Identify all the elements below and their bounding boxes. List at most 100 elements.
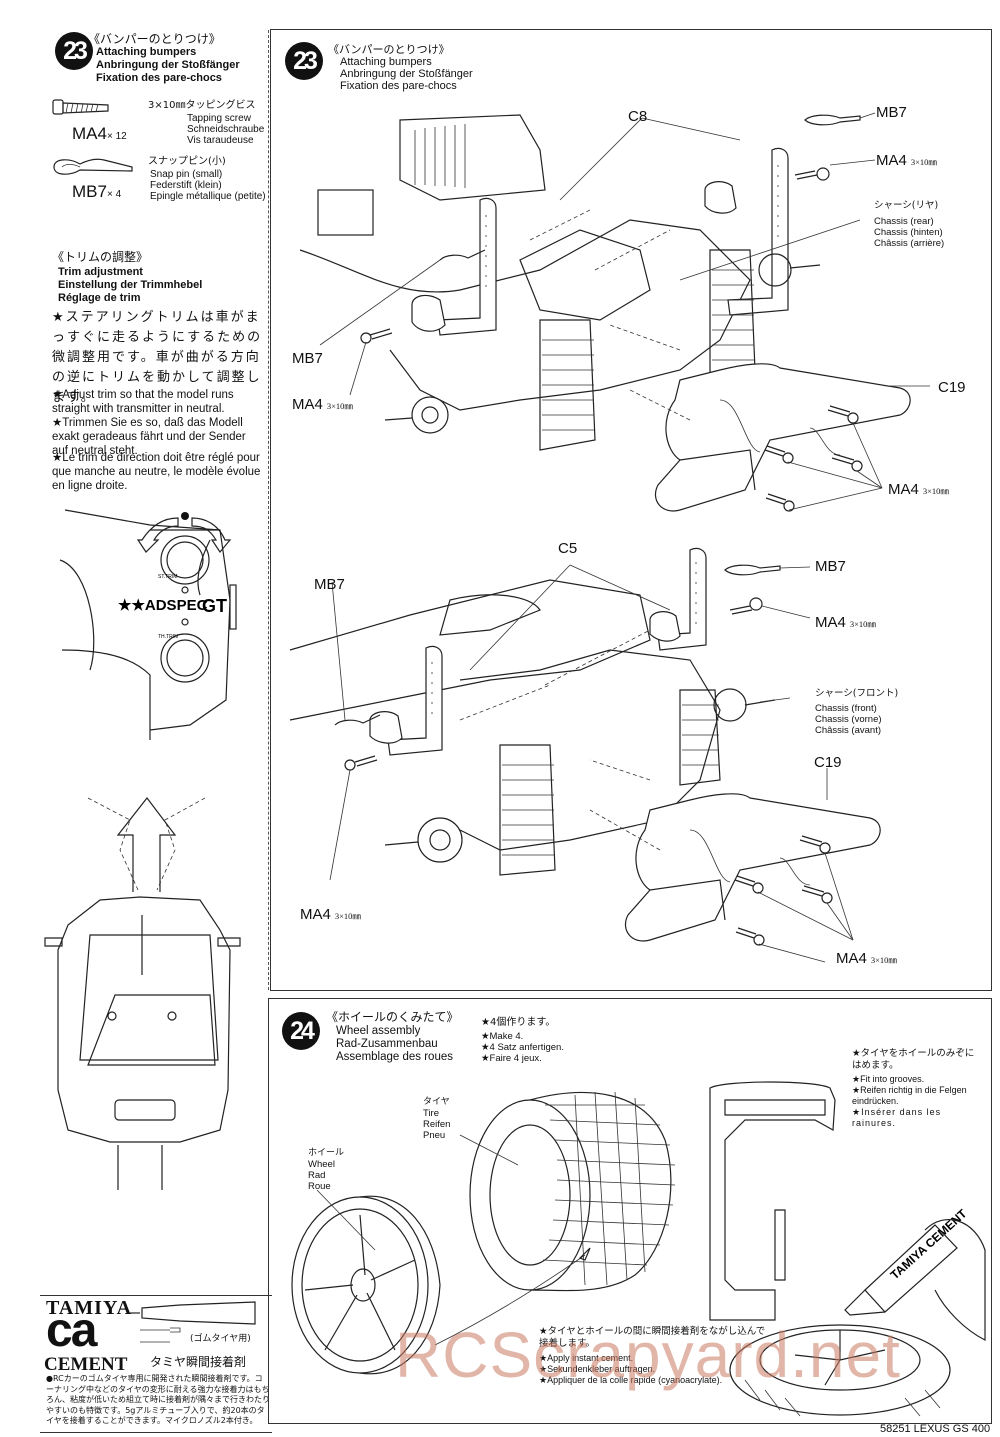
transmitter-model: GT xyxy=(202,596,227,616)
trim-body-en: ★Adjust trim so that the model runs stra… xyxy=(52,389,234,415)
label-chassis-rear-en: Chassis (rear) xyxy=(874,216,934,227)
trim-title-fr: Réglage de trim xyxy=(58,292,141,304)
transmitter-drawing: ST.TRIM ★★ADSPEC GT TH.TRIM xyxy=(59,509,237,740)
trim-title-jp: 《トリムの調整》 xyxy=(52,250,149,264)
step-title-fr: Assemblage des roues xyxy=(336,1051,453,1063)
th-trim-label: TH.TRIM xyxy=(158,634,178,640)
st-trim-label: ST.TRIM xyxy=(158,574,177,580)
snap-pin-icon xyxy=(53,158,133,175)
label-chassis-rear-fr: Châssis (arrière) xyxy=(874,238,945,249)
screw-icon xyxy=(765,493,795,512)
part-spec-jp: 3×10㎜タッピングビス xyxy=(148,100,256,111)
tire-label-fr: Pneu xyxy=(423,1130,446,1141)
step-title-jp: 《バンパーのとりつけ》 xyxy=(328,43,450,56)
label-chassis-front-fr: Châssis (avant) xyxy=(815,725,881,736)
step-title-jp: 《ホイールのくみたて》 xyxy=(326,1010,459,1024)
car-direction-drawing xyxy=(44,797,241,1190)
step-number-badge: 23 xyxy=(285,42,323,80)
cement-note-jp: ★タイヤとホイールの間に瞬間接着剤をながし込んで接着します。 xyxy=(539,1326,766,1349)
cement-tube-icon xyxy=(130,1301,256,1343)
label-chassis-front-en: Chassis (front) xyxy=(815,703,877,714)
step-number-badge: 23 xyxy=(55,32,93,70)
part-code: MA4× 12 xyxy=(72,124,127,143)
wheel-label-en: Wheel xyxy=(308,1159,335,1170)
part-name-en: Tapping screw xyxy=(187,113,251,124)
part-name-en: Snap pin (small) xyxy=(150,169,223,180)
part-name-fr: Vis taraudeuse xyxy=(187,135,254,146)
step-title-jp: 《バンパーのとりつけ》 xyxy=(88,32,221,46)
groove-note-en: ★Fit into grooves. xyxy=(852,1074,925,1084)
screw-icon xyxy=(360,328,393,344)
front-chassis-drawing xyxy=(289,547,881,963)
groove-note-jp: ★タイヤをホイールのみぞにはめます。 xyxy=(852,1048,975,1071)
screw-icon xyxy=(831,453,863,472)
step-number-badge: 24 xyxy=(282,1012,320,1050)
trim-body-jp: ★ステアリングトリムは車がまっすぐに走るようにするための微調整用です。車が曲がる… xyxy=(52,310,263,405)
step-title-de: Anbringung der Stoßfänger xyxy=(96,59,240,71)
groove-note-fr: ★Insérer dans les rainures. xyxy=(852,1107,942,1128)
label-c5: C5 xyxy=(558,540,578,557)
part-name-fr: Epingle métallique (petite) xyxy=(150,191,266,202)
make-fr: ★Faire 4 jeux. xyxy=(481,1053,542,1064)
label-chassis-front-de: Chassis (vorne) xyxy=(815,714,882,725)
label-mb7-right: MB7 xyxy=(815,558,846,575)
cement-brand-bottom: CEMENT xyxy=(44,1354,128,1375)
make-jp: ★4個作ります。 xyxy=(481,1017,556,1028)
trim-title-en: Trim adjustment xyxy=(58,266,143,278)
step-title-de: Anbringung der Stoßfänger xyxy=(340,68,473,80)
step23-diagram-panel xyxy=(270,29,992,991)
label-chassis-rear-jp: シャーシ(リヤ) xyxy=(874,200,939,211)
wheel-label-de: Rad xyxy=(308,1170,326,1181)
step-title-en: Attaching bumpers xyxy=(96,46,197,58)
trim-body-de: ★Trimmen Sie es so, daß das Modell exakt… xyxy=(52,417,246,457)
label-c19: C19 xyxy=(938,379,966,396)
label-mb7-left: MB7 xyxy=(314,576,345,593)
trim-body-fr: ★Le trim de direction doit être réglé po… xyxy=(52,452,261,492)
part-name-de: Schneidschraube xyxy=(187,124,265,135)
step-title-en: Attaching bumpers xyxy=(340,56,432,68)
groove-note-de: ★Reifen richtig in die Felgen eindrücken… xyxy=(852,1085,967,1106)
label-chassis-front-jp: シャーシ(フロント) xyxy=(815,688,899,699)
tire-label-jp: タイヤ xyxy=(423,1097,450,1107)
transmitter-brand: ★★ADSPEC xyxy=(118,597,208,614)
cement-brand-mid: ca xyxy=(46,1304,97,1357)
cement-tube-label: TAMIYA CEMENT xyxy=(888,1206,970,1282)
tire-label-de: Reifen xyxy=(423,1119,451,1130)
make-en: ★Make 4. xyxy=(481,1031,524,1042)
tapping-screw-icon xyxy=(52,99,109,115)
cement-product-jp: タミヤ瞬間接着剤 xyxy=(150,1355,247,1369)
label-c19: C19 xyxy=(814,754,842,771)
part-code: MB7× 4 xyxy=(72,182,122,201)
cement-body-jp: ●RCカーのゴムタイヤ専用に開発された瞬間接着剤です。コーナリング中などのタイヤ… xyxy=(46,1374,270,1425)
screw-icon xyxy=(764,445,794,464)
wheel-label-jp: ホイール xyxy=(308,1148,345,1158)
step-title-fr: Fixation des pare-chocs xyxy=(96,72,222,84)
make-de: ★4 Satz anfertigen. xyxy=(481,1042,564,1053)
tire-label-en: Tire xyxy=(423,1108,440,1119)
cement-brand-top: TAMIYA xyxy=(46,1297,133,1319)
cement-note-en: ★Apply instant cement. xyxy=(539,1353,634,1363)
cement-note-de: ★Sekundenkleber auftragen. xyxy=(539,1364,656,1374)
trim-title-de: Einstellung der Trimmhebel xyxy=(58,279,203,291)
step-title-fr: Fixation des pare-chocs xyxy=(340,80,457,92)
rear-chassis-drawing xyxy=(299,112,930,512)
part-name-de: Federstift (klein) xyxy=(150,180,222,191)
cement-usage-jp: (ゴムタイヤ用) xyxy=(190,1334,251,1344)
step-title-de: Rad-Zusammenbau xyxy=(336,1038,438,1050)
page-reference: 58251 LEXUS GS 400 xyxy=(880,1423,991,1435)
wheel-assembly-drawing: TAMIYA CEMENT xyxy=(291,1081,986,1417)
part-spec-jp: スナップピン(小) xyxy=(148,156,226,167)
label-c8: C8 xyxy=(628,108,648,125)
step-title-en: Wheel assembly xyxy=(336,1025,421,1037)
label-chassis-rear-de: Chassis (hinten) xyxy=(874,227,943,238)
label-mb7-left: MB7 xyxy=(292,350,323,367)
screw-icon xyxy=(794,167,830,181)
cement-note-fr: ★Appliquer de la colle rapide (cyanoacry… xyxy=(539,1375,723,1385)
step24-panel xyxy=(268,998,992,1424)
